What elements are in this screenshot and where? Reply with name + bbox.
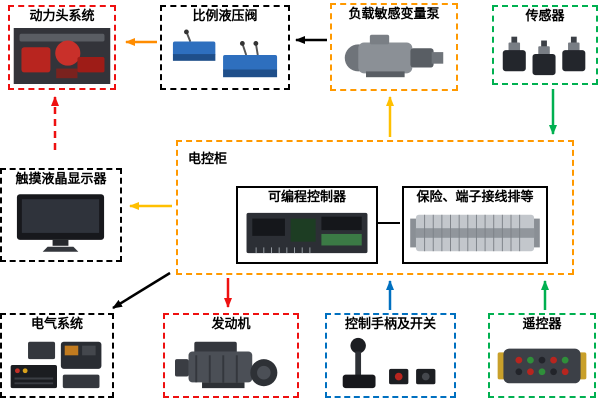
box-control-cabinet: 电控柜 可编程控制器 xyxy=(176,140,574,275)
load-sensing-pump-label: 负载敏感变量泵 xyxy=(348,7,440,22)
sensor-image xyxy=(496,26,594,81)
remote-controller-image xyxy=(492,334,592,394)
box-load-sensing-pump: 负载敏感变量泵 xyxy=(330,3,458,91)
touch-display-label: 触摸液晶显示器 xyxy=(15,172,107,187)
load-sensing-pump-image xyxy=(334,24,454,87)
touch-display-image xyxy=(4,189,118,258)
pump-icon xyxy=(344,35,444,78)
engine-icon xyxy=(175,341,278,389)
box-control-handle-switches: 控制手柄及开关 xyxy=(325,313,456,398)
remote-icon xyxy=(497,348,587,384)
fuse-terminal-image xyxy=(406,207,544,260)
arrow-cabinet-to-electrical xyxy=(112,271,171,310)
power-head-label: 动力头系统 xyxy=(29,9,95,24)
plc-image xyxy=(240,207,374,260)
remote-controller-label: 遥控器 xyxy=(522,317,562,332)
sensors-icon xyxy=(502,37,586,76)
joystick-switches-icon xyxy=(342,337,436,389)
power-head-photo-icon xyxy=(13,27,111,84)
power-head-image xyxy=(12,26,112,86)
box-touch-display: 触摸液晶显示器 xyxy=(0,168,122,262)
box-power-head-system: 动力头系统 xyxy=(8,5,116,90)
control-handle-switches-label: 控制手柄及开关 xyxy=(344,317,436,332)
box-engine: 发动机 xyxy=(163,313,299,398)
box-proportional-valve: 比例液压阀 xyxy=(160,5,290,90)
engine-label: 发动机 xyxy=(211,317,251,332)
control-handle-switches-image xyxy=(329,334,452,394)
proportional-valve-image xyxy=(164,26,286,86)
engine-image xyxy=(167,334,295,394)
electrical-system-label: 电气系统 xyxy=(30,317,83,332)
fuse-terminal-label: 保险、端子接线排等 xyxy=(416,190,534,205)
box-remote-controller: 遥控器 xyxy=(488,313,596,398)
box-fuse-terminal: 保险、端子接线排等 xyxy=(402,186,548,264)
plc-label: 可编程控制器 xyxy=(267,190,346,205)
box-sensor: 传感器 xyxy=(492,5,598,85)
electrical-parts-icon xyxy=(10,341,102,389)
terminal-block-icon xyxy=(410,215,540,252)
sensor-label: 传感器 xyxy=(525,9,565,24)
box-plc: 可编程控制器 xyxy=(236,186,378,264)
monitor-icon xyxy=(16,194,105,253)
control-cabinet-label: 电控柜 xyxy=(188,152,228,167)
box-electrical-system: 电气系统 xyxy=(0,313,114,398)
plc-board-icon xyxy=(246,213,368,254)
electrical-system-image xyxy=(4,334,110,394)
hydraulic-valve-icon xyxy=(172,29,278,78)
proportional-valve-label: 比例液压阀 xyxy=(192,9,258,24)
